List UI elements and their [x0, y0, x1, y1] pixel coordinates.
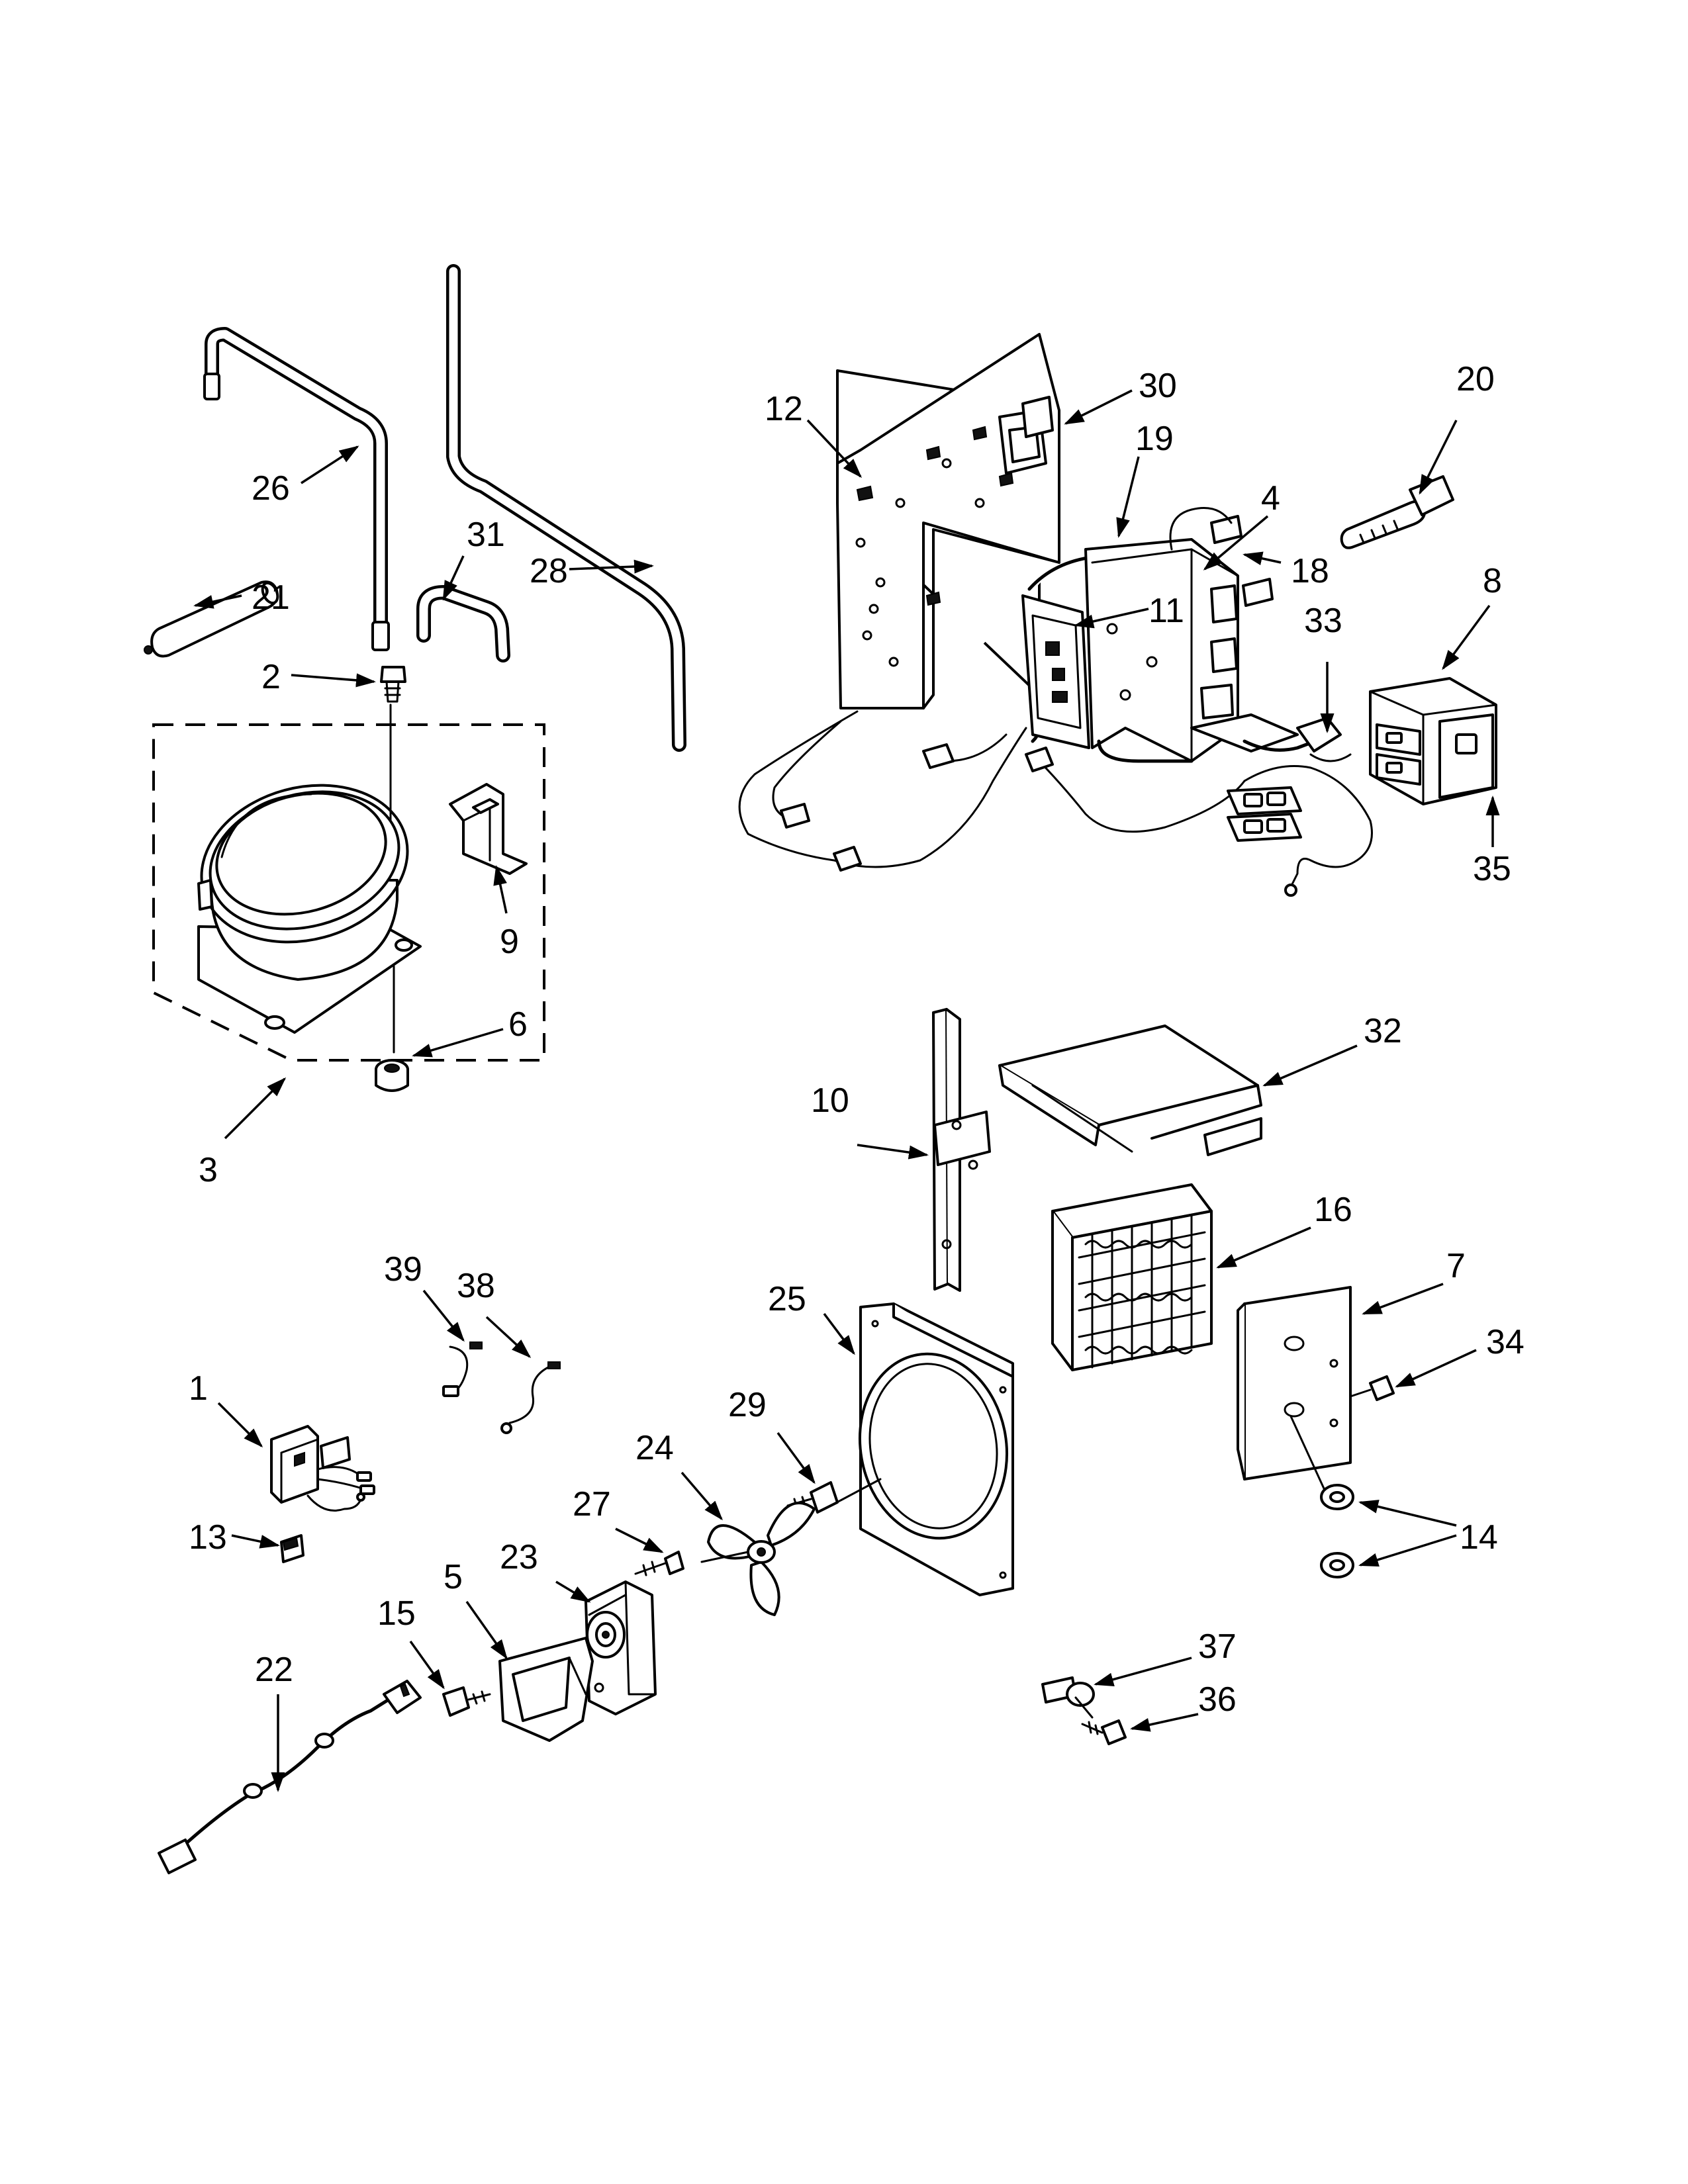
- screw-29: [786, 1481, 839, 1514]
- callout-36: 36: [1198, 1680, 1237, 1719]
- callout-9: 9: [500, 923, 519, 961]
- callout-23: 23: [500, 1538, 538, 1576]
- callout-2: 2: [261, 658, 281, 696]
- condenser-coil-16: [1051, 1183, 1213, 1371]
- control-box-housing-4: [1084, 538, 1299, 763]
- control-board-11: [1021, 594, 1090, 749]
- tube-31: [416, 585, 510, 662]
- callout-38: 38: [457, 1267, 495, 1305]
- motor-bracket-5: [498, 1637, 594, 1742]
- junction-box-8: [1369, 677, 1497, 805]
- callout-15: 15: [377, 1594, 416, 1633]
- callout-18: 18: [1291, 552, 1329, 590]
- mounting-bracket-10: [932, 1008, 991, 1292]
- grommet-6: [375, 1059, 409, 1092]
- callout-32: 32: [1364, 1012, 1402, 1050]
- bracket-9: [449, 783, 528, 875]
- tube-28: [446, 264, 686, 752]
- power-cord-22: [158, 1680, 422, 1874]
- clamp-37: [1041, 1676, 1095, 1719]
- callout-1: 1: [189, 1369, 208, 1408]
- screw-15: [442, 1686, 491, 1717]
- wire-38: [500, 1361, 561, 1434]
- support-bracket-7: [1237, 1286, 1352, 1480]
- control-mounting-plate-12: [836, 333, 1060, 709]
- callout-16: 16: [1314, 1191, 1352, 1229]
- callout-29: 29: [728, 1386, 767, 1424]
- callout-12: 12: [765, 390, 803, 428]
- callout-7: 7: [1446, 1247, 1466, 1285]
- drier-filter-21: [144, 580, 279, 658]
- compressor: [197, 704, 422, 1054]
- fan-motor-23: [585, 1580, 657, 1715]
- callout-25: 25: [768, 1280, 806, 1318]
- callout-26: 26: [252, 469, 290, 508]
- callout-35: 35: [1473, 850, 1511, 888]
- callout-34: 34: [1486, 1323, 1524, 1361]
- callout-27: 27: [573, 1485, 611, 1524]
- condenser-shroud-25: [829, 1302, 1014, 1596]
- partition-plate-32: [998, 1024, 1262, 1156]
- callout-39: 39: [384, 1250, 422, 1289]
- callout-14: 14: [1460, 1518, 1498, 1557]
- callout-labels: 26 21 28 31 2 9 6 3 12 30 19 4 18 11 33 …: [189, 360, 1524, 1719]
- wire-39: [442, 1342, 483, 1397]
- callout-37: 37: [1198, 1627, 1237, 1666]
- compressor-assembly-dashed-box: [152, 723, 545, 1062]
- callout-33: 33: [1304, 602, 1342, 640]
- tube-26: [203, 327, 390, 651]
- callout-22: 22: [255, 1651, 293, 1689]
- callout-5: 5: [444, 1558, 463, 1596]
- screw-34: [1349, 1375, 1395, 1401]
- connector-18: [1169, 507, 1274, 607]
- relay-30: [1021, 396, 1054, 438]
- fan-blade-24: [700, 1502, 816, 1616]
- leader-lines: [193, 389, 1500, 1792]
- callout-30: 30: [1139, 367, 1177, 405]
- washer-14: [1289, 1415, 1354, 1578]
- callout-31: 31: [467, 516, 505, 554]
- callout-10: 10: [811, 1081, 849, 1120]
- screw-36: [1081, 1719, 1127, 1745]
- screw-27: [634, 1551, 684, 1576]
- callout-4: 4: [1261, 479, 1280, 518]
- callout-21: 21: [252, 578, 290, 617]
- cable-tie-20: [1340, 475, 1454, 549]
- screw-2: [380, 666, 406, 703]
- callout-6: 6: [508, 1005, 528, 1044]
- start-relay-1: [270, 1425, 375, 1512]
- callout-3: 3: [199, 1151, 218, 1189]
- callout-8: 8: [1483, 562, 1502, 600]
- callout-28: 28: [530, 552, 568, 590]
- callout-24: 24: [635, 1429, 674, 1467]
- callout-13: 13: [189, 1518, 227, 1557]
- clip-13: [280, 1534, 305, 1563]
- callout-19: 19: [1135, 420, 1174, 458]
- callout-11: 11: [1149, 592, 1184, 630]
- callout-20: 20: [1456, 360, 1495, 398]
- terminal-block: [1227, 786, 1302, 842]
